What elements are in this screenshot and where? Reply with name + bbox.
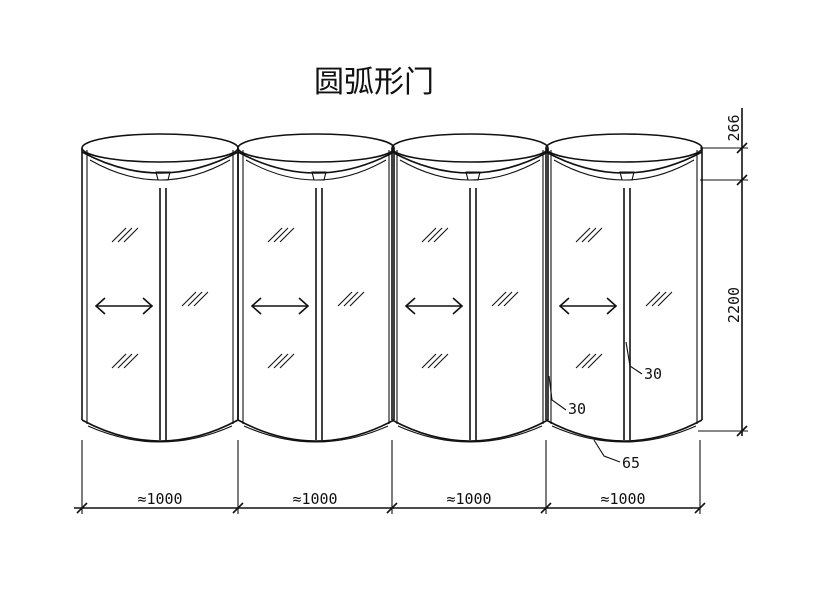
double-arrow-icon — [250, 297, 310, 315]
width-label-4: ≈1000 — [600, 490, 645, 508]
canopy-band — [81, 151, 239, 174]
leader-line-left — [548, 375, 567, 411]
door-sensor-icon — [311, 171, 327, 181]
glass-hatch-icon — [267, 227, 295, 243]
width-label-2: ≈1000 — [292, 490, 337, 508]
height-label-top: 266 — [725, 114, 743, 141]
glass-hatch-icon — [181, 291, 209, 307]
double-arrow-icon — [404, 297, 464, 315]
width-label-1: ≈1000 — [137, 490, 182, 508]
canopy-top-ellipse — [391, 133, 549, 163]
gap-label-left: 30 — [568, 400, 586, 418]
door-sensor-icon — [465, 171, 481, 181]
door-units — [81, 133, 703, 443]
threshold-inner — [243, 425, 389, 443]
glass-hatch-icon — [267, 353, 295, 369]
glass-hatch-icon — [575, 227, 603, 243]
threshold-outer — [237, 419, 395, 442]
canopy-inner-edge — [245, 159, 387, 181]
glass-hatch-icon — [111, 353, 139, 369]
canopy-top-ellipse — [81, 133, 239, 163]
glass-hatch-icon — [421, 227, 449, 243]
canopy-top-ellipse — [545, 133, 703, 163]
leader-annotations: 30 30 65 — [548, 341, 662, 472]
glass-hatch-icon — [491, 291, 519, 307]
height-label-main: 2200 — [725, 287, 743, 323]
threshold-inner — [87, 425, 233, 443]
door-unit — [237, 133, 395, 443]
canopy-band — [545, 151, 703, 174]
threshold-outer — [391, 419, 549, 442]
leader-line-right — [625, 341, 643, 375]
leader-line-bottom — [593, 439, 621, 463]
threshold-inner — [397, 425, 543, 443]
gap-label-right: 30 — [644, 365, 662, 383]
double-arrow-icon — [94, 297, 154, 315]
width-dimension-chain: ≈1000 ≈1000 ≈1000 ≈1000 — [74, 440, 706, 514]
threshold-outer — [81, 419, 239, 442]
threshold-inner — [551, 425, 697, 443]
door-sensor-icon — [155, 171, 171, 181]
glass-hatch-icon — [575, 353, 603, 369]
door-unit — [81, 133, 239, 443]
canopy-inner-edge — [553, 159, 695, 181]
door-unit — [391, 133, 549, 443]
canopy-band — [391, 151, 549, 174]
canopy-band — [237, 151, 395, 174]
door-sensor-icon — [619, 171, 635, 181]
height-dimension-chain: 266 2200 — [698, 108, 748, 437]
drawing-title: 圆弧形门 — [314, 65, 434, 100]
canopy-top-ellipse — [237, 133, 395, 163]
glass-hatch-icon — [337, 291, 365, 307]
glass-hatch-icon — [111, 227, 139, 243]
glass-hatch-icon — [421, 353, 449, 369]
glass-hatch-icon — [645, 291, 673, 307]
door-unit — [545, 133, 703, 443]
threshold-outer — [545, 419, 703, 442]
width-label-3: ≈1000 — [446, 490, 491, 508]
canopy-inner-edge — [89, 159, 231, 181]
double-arrow-icon — [558, 297, 618, 315]
canopy-inner-edge — [399, 159, 541, 181]
bottom-label: 65 — [622, 454, 640, 472]
